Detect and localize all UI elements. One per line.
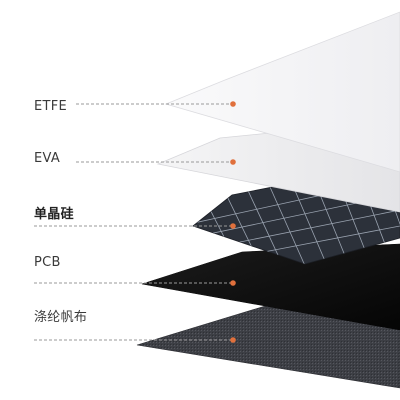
- etfe-layer: [164, 11, 400, 173]
- marker-dot-eva: [230, 159, 236, 165]
- marker-dot-canvas: [230, 337, 236, 343]
- label-etfe: ETFE: [34, 99, 68, 114]
- label-polyester-canvas: 涤纶帆布: [34, 310, 88, 325]
- marker-dot-silicon: [230, 223, 236, 229]
- label-eva: EVA: [34, 151, 61, 166]
- label-pcb: PCB: [34, 255, 61, 270]
- label-mono-silicon: 单晶硅: [34, 207, 74, 222]
- marker-dot-etfe: [230, 101, 236, 107]
- marker-dot-pcb: [230, 280, 236, 286]
